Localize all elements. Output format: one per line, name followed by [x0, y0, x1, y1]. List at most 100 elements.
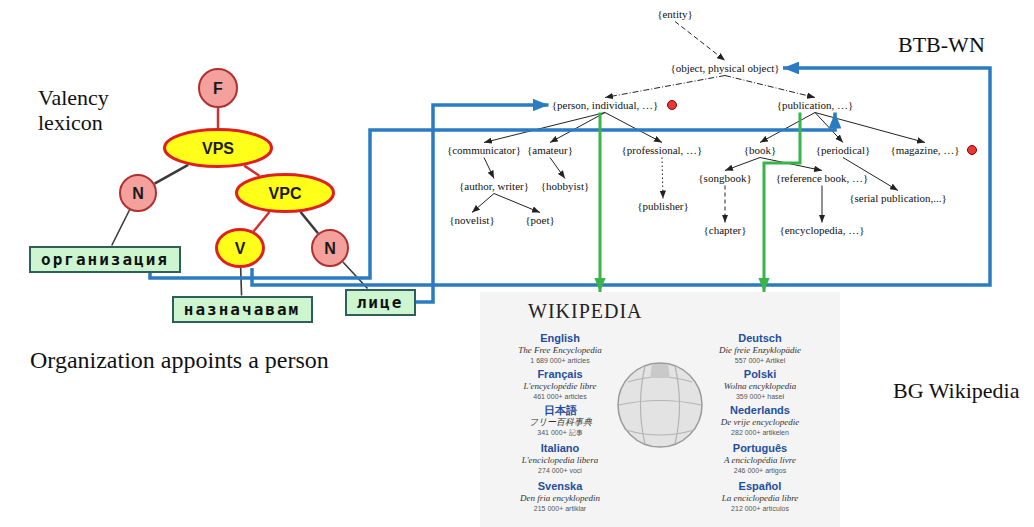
node-text: 日本語: [544, 404, 577, 417]
tree-branch: [155, 165, 189, 184]
node-text: 461 000+ articles: [533, 392, 587, 401]
language-entry: 日本語フリー百科事典341 000+ 記事: [527, 404, 594, 439]
node-text: English: [540, 332, 580, 345]
node-text: {chapter}: [704, 224, 747, 237]
node-text: 282 000+ artikelen: [731, 428, 789, 437]
phrase-ellipse: VPC: [235, 173, 335, 213]
synset-node: {chapter}: [701, 223, 750, 238]
node-text: N: [324, 239, 336, 258]
annotation-label: Organization appoints a person: [30, 347, 329, 375]
connector-arrow: [472, 194, 494, 213]
connector-arrow: [605, 113, 662, 143]
connector-arrow: [675, 22, 725, 61]
node-text: 212 000+ artículos: [731, 504, 789, 513]
node-text: {magazine, …}: [890, 144, 959, 157]
tree-branch: [254, 212, 270, 231]
connector-arrow: [760, 113, 815, 143]
connector-arrow: [484, 158, 494, 179]
tree-branch: [217, 108, 220, 128]
category-circle: N: [311, 229, 349, 267]
marker-dot: [968, 146, 977, 155]
synset-node: {entity}: [654, 7, 696, 22]
node-text: {amateur}: [527, 144, 573, 157]
node-text: Svenska: [538, 480, 583, 493]
connector-arrow: [550, 158, 565, 179]
node-text: A enciclopédia livre: [724, 455, 796, 466]
connector-arrow: [725, 76, 815, 98]
synset-node: {serial publication,...}: [846, 191, 950, 206]
connector-arrow: [662, 158, 663, 199]
connector-arrow: [252, 68, 990, 285]
connector-arrow: [550, 113, 605, 143]
node-text: VPS: [202, 139, 234, 158]
synset-node: {professional, …}: [619, 143, 706, 158]
globe-missing-piece: [650, 364, 670, 378]
synset-node: {object, physical object}: [667, 61, 783, 76]
node-text: The Free Encyclopedia: [518, 345, 602, 356]
node-text: フリー百科事典: [529, 417, 592, 428]
wikipedia-globe: [618, 363, 702, 447]
node-text: {publisher}: [637, 200, 689, 213]
synset-node: {hobbyist}: [538, 179, 593, 194]
node-text: N: [132, 184, 144, 203]
node-text: 557 000+ Artikel: [735, 356, 785, 365]
node-outline-shape: [237, 175, 334, 212]
language-entry: SvenskaDen fria encyklopedin215 000+ art…: [518, 480, 602, 515]
connector-arrow: [150, 113, 835, 279]
synset-node: {person, individual, …}: [549, 98, 662, 113]
node-text: 246 000+ artigos: [734, 466, 786, 475]
node-text: лице: [357, 293, 404, 312]
category-circle: N: [119, 174, 157, 212]
globe-sphere: [618, 363, 702, 447]
synset-node: {songbook}: [695, 171, 755, 186]
word-box: лице: [345, 289, 416, 316]
node-text: Den fria encyklopedin: [520, 493, 600, 504]
language-entry: ItalianoL'enciclopedia libera274 000+ vo…: [520, 442, 601, 477]
node-text: Die freie Enzyklopädie: [719, 345, 801, 356]
node-text: Español: [739, 480, 782, 493]
connector-arrow: [725, 158, 760, 171]
node-text: Deutsch: [738, 332, 781, 345]
node-text: {hobbyist}: [541, 180, 589, 193]
node-text: {entity}: [657, 8, 693, 21]
phrase-ellipse: VPS: [163, 128, 273, 168]
node-text: {publication, …}: [777, 99, 854, 112]
node-text: Português: [733, 442, 787, 455]
language-entry: FrançaisL'encyclopédie libre461 000+ art…: [522, 368, 599, 403]
tree-branch: [301, 212, 318, 233]
connector-arrow: [494, 194, 540, 213]
synset-node: {novelist}: [446, 213, 498, 228]
node-text: Nederlands: [730, 404, 790, 417]
synset-node: {author, writer}: [456, 179, 532, 194]
node-text: {professional, …}: [622, 144, 703, 157]
connector-arrow: [416, 105, 549, 302]
synset-node: {book}: [741, 143, 780, 158]
node-text: {reference book, …}: [776, 172, 869, 185]
node-text: Wolna encyklopedia: [724, 381, 796, 392]
tree-branch: [240, 268, 243, 296]
phrase-ellipse: V: [215, 228, 265, 268]
node-text: 341 000+ 記事: [537, 428, 582, 437]
node-outline-shape: [312, 230, 348, 266]
connector-arrow: [815, 113, 843, 143]
node-text: {encyclopedia, …}: [779, 224, 864, 237]
tree-branch: [244, 166, 259, 176]
node-text: 359 000+ haseł: [736, 392, 784, 401]
node-text: VPC: [269, 184, 302, 203]
node-text: Français: [537, 368, 582, 381]
node-text: V: [235, 239, 246, 258]
connector-arrow: [605, 76, 725, 98]
synset-node: {encyclopedia, …}: [776, 223, 868, 238]
annotation-label: BTB-WN: [898, 32, 985, 57]
wikipedia-screenshot: [480, 292, 840, 527]
synset-node: {publisher}: [634, 199, 692, 214]
language-entry: EspañolLa enciclopedia libre212 000+ art…: [720, 480, 801, 515]
node-text: L'enciclopedia libera: [522, 455, 599, 466]
node-text: 274 000+ voci: [538, 466, 582, 475]
synset-node: {amateur}: [524, 143, 576, 158]
node-text: {poet}: [525, 214, 555, 227]
node-text: назначавам: [184, 300, 300, 319]
node-text: {author, writer}: [459, 180, 529, 193]
node-text: {periodical}: [816, 144, 871, 157]
node-text: 215 000+ artiklar: [534, 504, 586, 513]
